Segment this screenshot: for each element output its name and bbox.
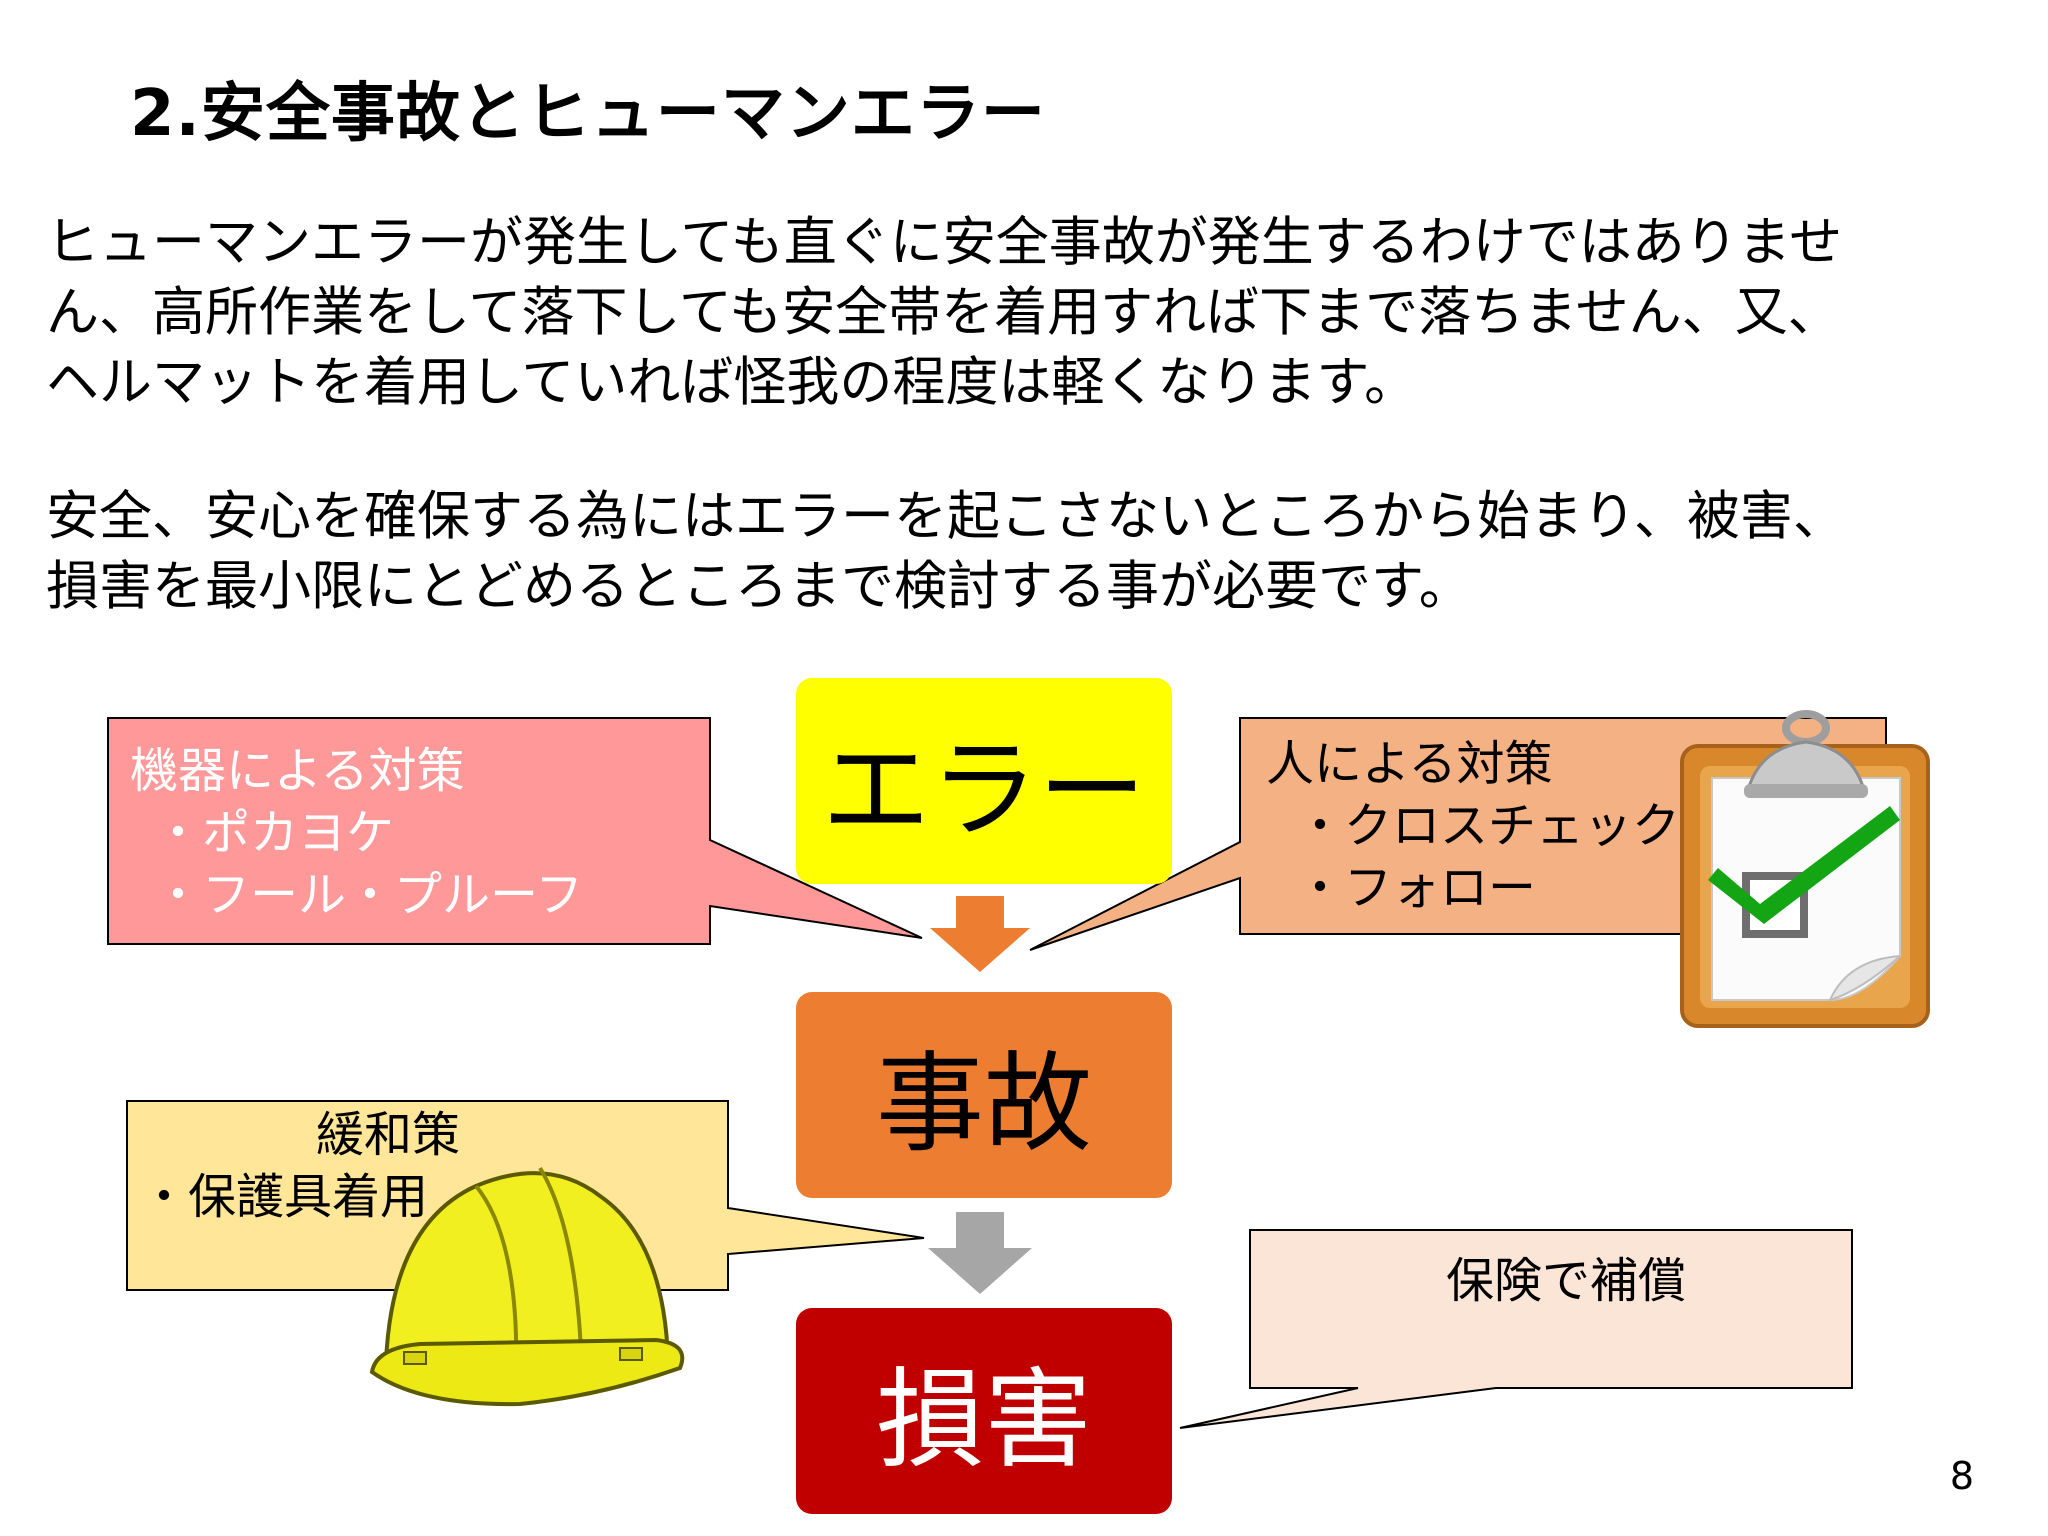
mitigation-callout-text: 緩和策 ・保護具着用 <box>140 1104 460 1228</box>
damage-box: 損害 <box>796 1308 1172 1514</box>
paragraph-1: ヒューマンエラーが発生しても直ぐに安全事故が発生するわけではありませ ん、高所作… <box>46 208 2026 418</box>
accident-label: 事故 <box>875 1042 1092 1167</box>
device-callout-item-1: ・ポカヨケ <box>154 805 395 861</box>
insurance-callout-balloon <box>1179 1229 1853 1429</box>
paragraph-1-line-3: ヘルマットを着用していれば怪我の程度は軽くなります。 <box>46 352 1418 413</box>
mitigation-callout-heading: 緩和策 <box>316 1107 461 1163</box>
mitigation-callout-item-1: ・保護具着用 <box>140 1169 429 1225</box>
error-box: エラー <box>796 678 1172 884</box>
page-number: 8 <box>1949 1454 1974 1498</box>
device-callout-heading: 機器による対策 <box>130 743 465 799</box>
clipboard-check-icon <box>1680 710 1930 1028</box>
person-callout-text: 人による対策 ・クロスチェック ・フォロー <box>1266 733 1680 919</box>
paragraph-1-line-2: ん、高所作業をして落下しても安全帯を着用すれば下まで落ちません、又、 <box>46 282 1841 343</box>
accident-box: 事故 <box>796 992 1172 1198</box>
device-callout-text: 機器による対策 ・ポカヨケ ・フール・プルーフ <box>130 740 583 926</box>
paragraph-2-line-1: 安全、安心を確保する為にはエラーを起こさないところから始まり、被害、 <box>46 486 1846 547</box>
hard-hat-icon <box>369 1166 685 1407</box>
slide-title: 2.安全事故とヒューマンエラー <box>130 77 1046 151</box>
arrow-accident-to-damage <box>928 1212 1032 1294</box>
person-callout-item-1: ・クロスチェック <box>1296 798 1681 854</box>
person-callout-heading: 人による対策 <box>1266 736 1553 792</box>
person-callout-item-2: ・フォロー <box>1296 860 1537 916</box>
error-label: エラー <box>821 728 1146 853</box>
insurance-callout-label: 保険で補償 <box>1446 1253 1687 1309</box>
paragraph-2-line-2: 損害を最小限にとどめるところまで検討する事が必要です。 <box>46 556 1472 617</box>
device-callout-balloon <box>107 717 923 945</box>
device-callout-item-2: ・フール・プルーフ <box>154 867 584 923</box>
insurance-callout-text: 保険で補償 <box>1446 1250 1686 1312</box>
damage-label: 損害 <box>875 1358 1092 1483</box>
paragraph-2: 安全、安心を確保する為にはエラーを起こさないところから始まり、被害、 損害を最小… <box>46 482 2026 622</box>
arrow-error-to-accident <box>930 896 1030 972</box>
paragraph-1-line-1: ヒューマンエラーが発生しても直ぐに安全事故が発生するわけではありませ <box>46 212 1843 273</box>
